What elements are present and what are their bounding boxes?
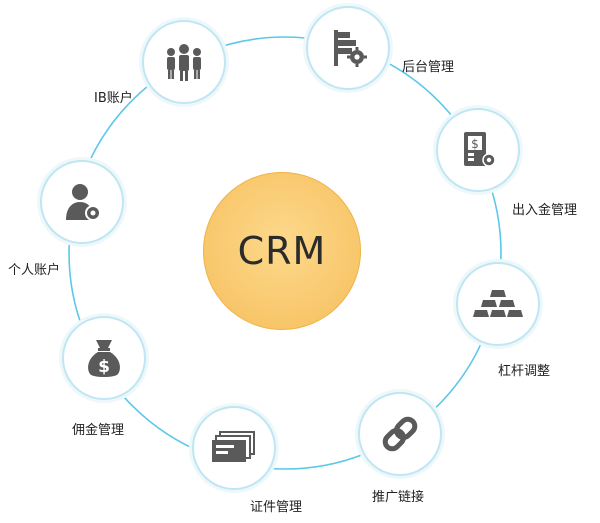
documents-stack-icon (212, 431, 255, 462)
node-ib-account[interactable] (142, 20, 226, 104)
node-admin[interactable] (306, 6, 390, 90)
node-leverage[interactable] (456, 262, 540, 346)
node-funds-label: 出入金管理 (512, 203, 578, 218)
node-documents-label: 证件管理 (250, 500, 303, 515)
node-leverage-label: 杠杆调整 (498, 364, 551, 379)
node-documents[interactable] (192, 406, 276, 490)
atm-dollar-gear-icon: $ (464, 132, 496, 167)
node-personal-account-label: 个人账户 (8, 263, 61, 278)
node-ib-account-label: IB账户 (94, 91, 133, 106)
gold-bars-icon (473, 290, 523, 317)
chain-link-icon (382, 416, 418, 452)
node-commission[interactable]: $ (62, 316, 146, 400)
node-admin-label: 后台管理 (402, 60, 455, 75)
svg-text:$: $ (98, 357, 110, 377)
node-promo-link[interactable] (358, 392, 442, 476)
center-title: CRM (237, 229, 327, 273)
node-commission-label: 佣金管理 (72, 423, 125, 438)
user-group-icon (167, 44, 201, 81)
center-hub: CRM (203, 172, 361, 330)
node-promo-link-label: 推广链接 (372, 490, 425, 505)
admin-flag-gear-icon (334, 30, 367, 67)
svg-text:$: $ (471, 137, 479, 151)
user-gear-icon (66, 184, 101, 221)
node-personal-account[interactable] (40, 160, 124, 244)
node-funds[interactable]: $ (436, 108, 520, 192)
money-bag-icon: $ (88, 340, 120, 377)
